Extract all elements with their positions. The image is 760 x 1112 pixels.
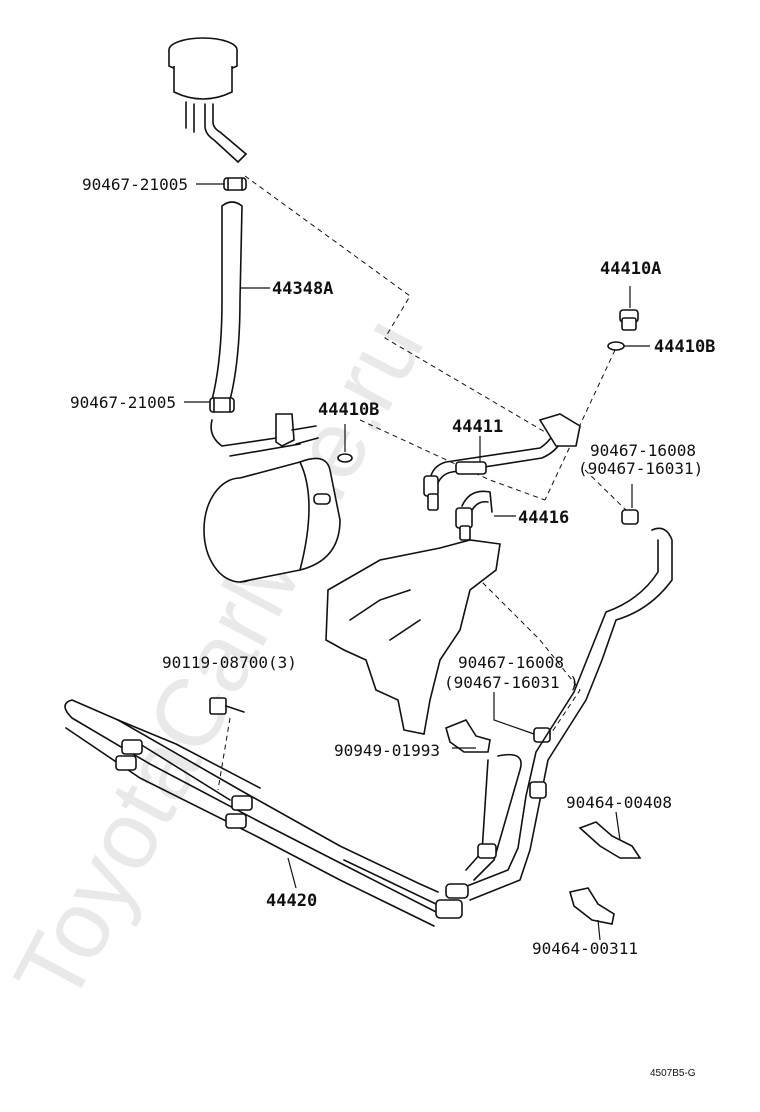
ref-line-clamp-right [584,469,629,513]
label-clamp-center-alt: (90467-16031 ) [444,673,579,692]
pump-bracket [275,413,295,447]
label-reservoir-hose: 44348A [272,279,333,299]
label-clamp-center: 90467-16008 [458,653,564,672]
label-bolt: 90119-08700(3) [162,653,297,672]
diagram-code: 4507B5-G [650,1068,696,1079]
ref-line-bolt [217,717,231,791]
label-clamp-a: 90464-00408 [566,793,672,812]
ref-line-gasket [359,419,546,501]
label-clamp-right-alt: (90467-16031) [578,459,703,478]
label-return-tube: 44416 [518,508,569,528]
return-hose-center [465,753,522,881]
reservoir-hose [210,201,243,401]
reservoir-tank [168,37,247,163]
ref-line-reservoir [244,175,546,433]
hose-clamp-a [578,821,642,859]
mounting-bolt [209,697,245,715]
label-gasket-pump: 44410B [318,400,379,420]
steering-gear-housing [325,539,501,735]
label-pressure-tube: 44411 [452,417,503,437]
label-cooler-tube: 44420 [266,891,317,911]
label-clamp-right: 90467-16008 [590,441,696,460]
return-hose-right [461,527,673,901]
return-tube [455,490,493,541]
label-clip: 90949-01993 [334,741,440,760]
hose-clamp-right [621,509,639,525]
pressure-tube [423,413,581,511]
label-clamp-upper: 90467-21005 [82,175,188,194]
label-gasket-union: 44410B [654,337,715,357]
power-steering-pump [203,457,341,583]
ref-line-union [544,349,616,501]
gasket-pump [337,453,353,463]
label-union-bolt: 44410A [600,259,661,279]
ref-line-gear [469,569,581,739]
hose-clamp-upper [223,177,247,191]
cooler-tube [64,699,469,927]
label-clamp-lower: 90467-21005 [70,393,176,412]
tube-clip [445,719,491,753]
hose-clamp-b [568,887,615,925]
gasket-union [607,341,625,351]
hose-clamp-lower [209,397,235,413]
union-bolt [619,309,639,331]
label-clamp-b: 90464-00311 [532,939,638,958]
